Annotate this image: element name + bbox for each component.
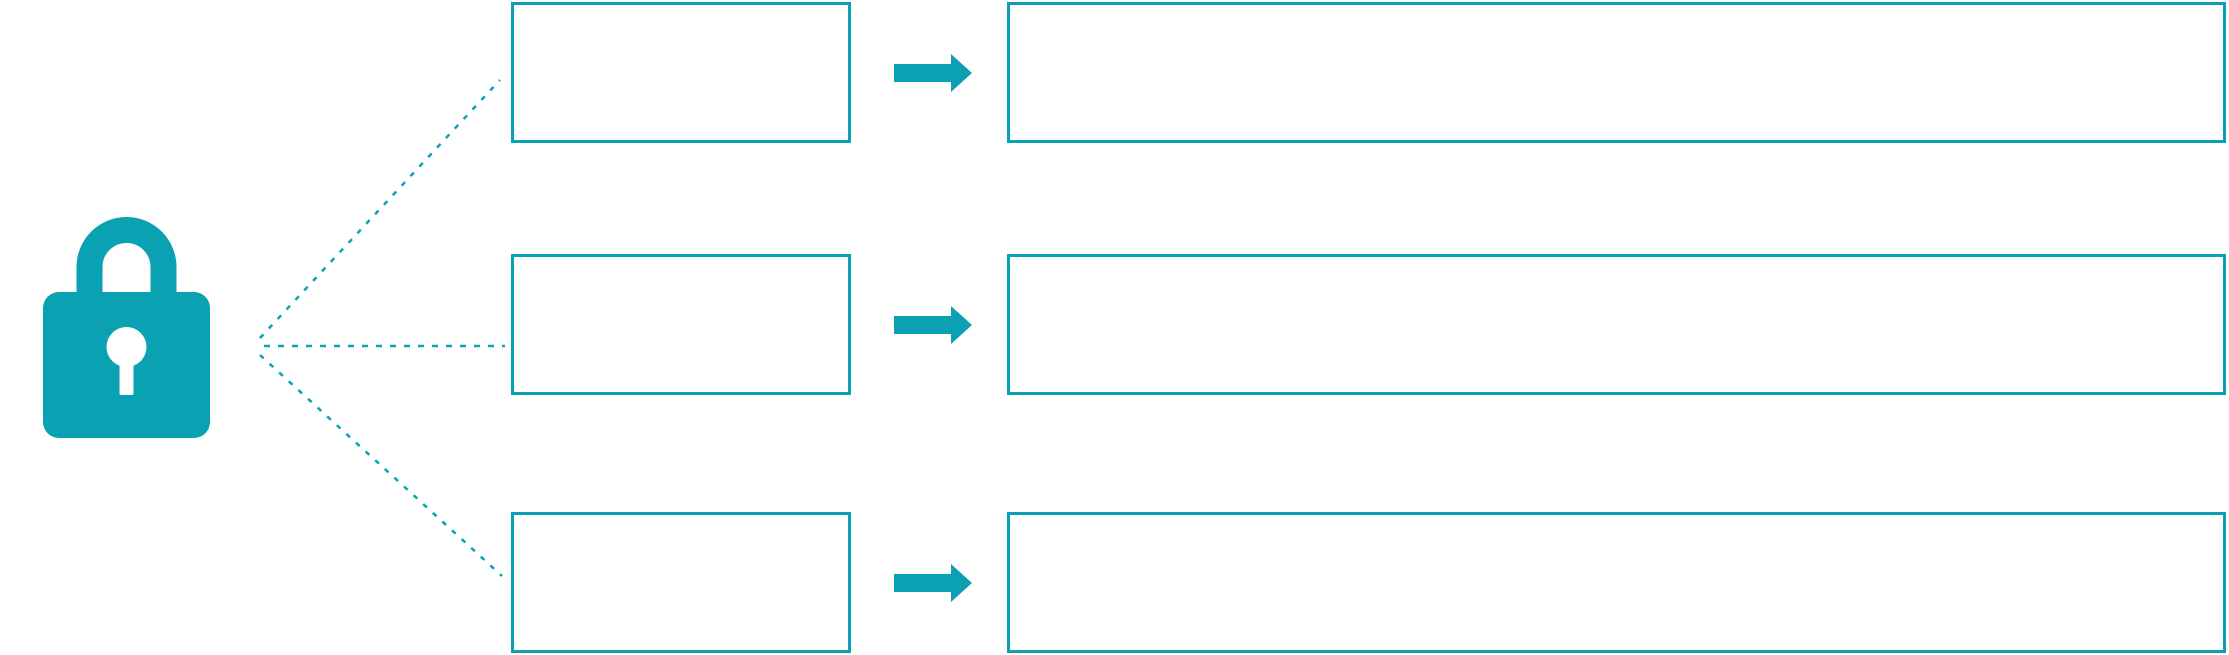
- row-1-small-box[interactable]: [511, 2, 851, 143]
- row-3-right-arrow-icon: [894, 564, 972, 602]
- lock-icon: [43, 217, 210, 438]
- row-1-right-arrow-icon: [894, 54, 972, 92]
- row-3-large-box[interactable]: [1007, 512, 2226, 653]
- row-2-small-box[interactable]: [511, 254, 851, 395]
- arrow-shape: [894, 564, 972, 602]
- row-2-right-arrow-icon: [894, 306, 972, 344]
- arrow-shape: [894, 306, 972, 344]
- row-1-large-box[interactable]: [1007, 2, 2226, 143]
- arrow-shape: [894, 54, 972, 92]
- lock-keyhole-stem: [119, 357, 134, 395]
- lock-shackle: [76, 217, 177, 302]
- row-3-small-box[interactable]: [511, 512, 851, 653]
- row-2-large-box[interactable]: [1007, 254, 2226, 395]
- connector-bottom: [259, 354, 503, 577]
- connector-top: [259, 79, 501, 339]
- lock-keyhole: [106, 327, 147, 367]
